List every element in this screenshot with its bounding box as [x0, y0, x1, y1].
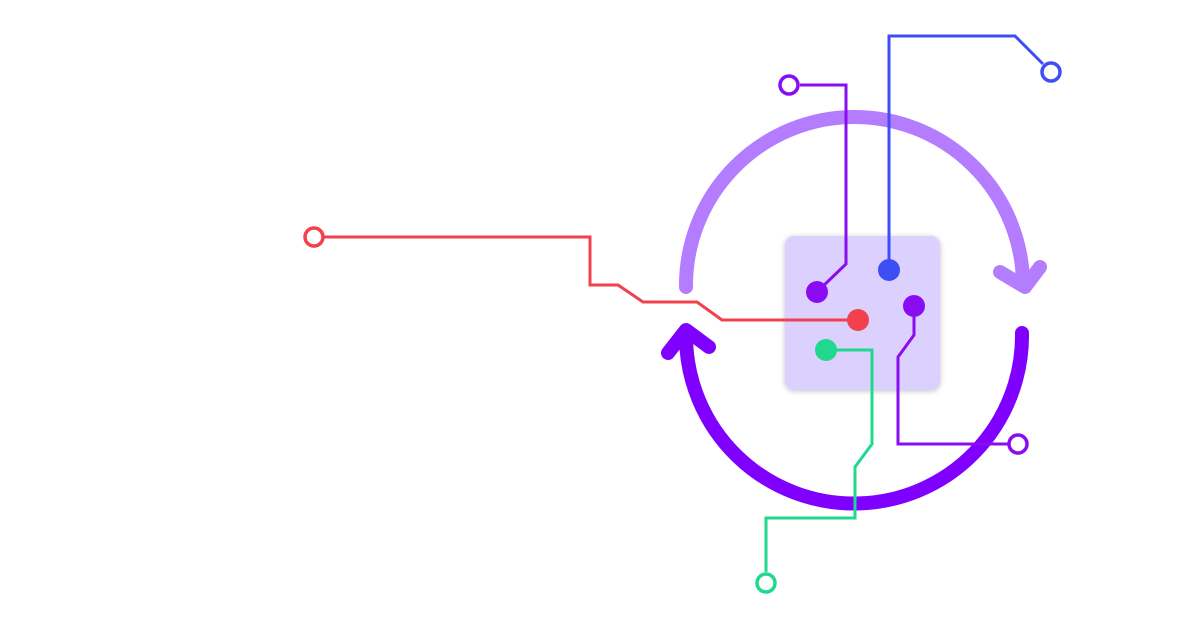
- purple-pin-icon: [806, 281, 828, 303]
- green-pin-icon: [815, 339, 837, 361]
- top-arc-arrowhead: [993, 260, 1047, 294]
- blue-terminal-icon: [1040, 61, 1062, 83]
- blue-pin-icon: [878, 259, 900, 281]
- green-trace: [764, 348, 874, 572]
- blue-trace: [887, 34, 1045, 270]
- purple-pin-right-icon: [903, 295, 925, 317]
- purple-trace-top: [800, 83, 848, 293]
- purple-top-terminal-icon: [778, 74, 800, 96]
- bottom-arc-arrowhead: [661, 323, 716, 360]
- red-terminal-icon: [303, 226, 325, 248]
- green-terminal-icon: [755, 572, 777, 594]
- circuit-traces: [324, 34, 1045, 572]
- purple-trace-right: [896, 306, 1008, 446]
- purple-right-terminal-icon: [1007, 433, 1029, 455]
- chip-pins: [806, 259, 925, 361]
- top-arc-arrow: [678, 110, 1030, 294]
- trace-terminals: [303, 61, 1062, 594]
- red-pin-icon: [847, 309, 869, 331]
- red-trace: [324, 235, 858, 322]
